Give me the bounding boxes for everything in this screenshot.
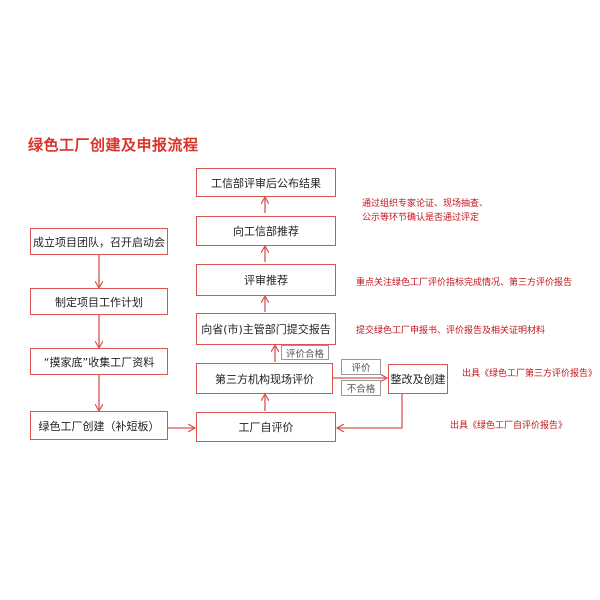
step-submit-report: 向省(市)主管部门提交报告	[196, 313, 336, 345]
note-third-party-report: 出具《绿色工厂第三方评价报告》	[462, 369, 598, 379]
step-review-recommend: 评审推荐	[196, 264, 336, 296]
step-third-party-eval: 第三方机构现场评价	[196, 363, 333, 394]
note-publish-line1: 通过组织专家论证、现场抽查、	[362, 199, 489, 209]
step-rectify: 整改及创建	[388, 364, 448, 394]
note-review-focus: 重点关注绿色工厂评价指标完成情况、第三方评价报告	[356, 278, 573, 288]
step-kickoff: 成立项目团队，召开启动会	[30, 228, 168, 255]
step-work-plan: 制定项目工作计划	[30, 288, 168, 315]
step-self-eval: 工厂自评价	[196, 412, 336, 442]
note-submit-materials: 提交绿色工厂申报书、评价报告及相关证明材料	[356, 326, 546, 336]
step-publish-results: 工信部评审后公布结果	[196, 168, 336, 197]
label-pass: 评价合格	[281, 345, 329, 360]
note-self-report: 出具《绿色工厂自评价报告》	[450, 421, 568, 431]
note-publish-line2: 公示等环节确认是否通过评定	[362, 213, 480, 223]
step-green-factory-build: 绿色工厂创建（补短板）	[30, 411, 168, 440]
label-fail: 不合格	[341, 380, 381, 396]
label-evaluate: 评价	[341, 359, 381, 375]
step-collect-data: “摸家底”收集工厂资料	[30, 348, 168, 375]
step-recommend-miit: 向工信部推荐	[196, 216, 336, 246]
arrow-back-to-self-eval	[338, 394, 403, 428]
page-title: 绿色工厂创建及申报流程	[28, 136, 199, 154]
